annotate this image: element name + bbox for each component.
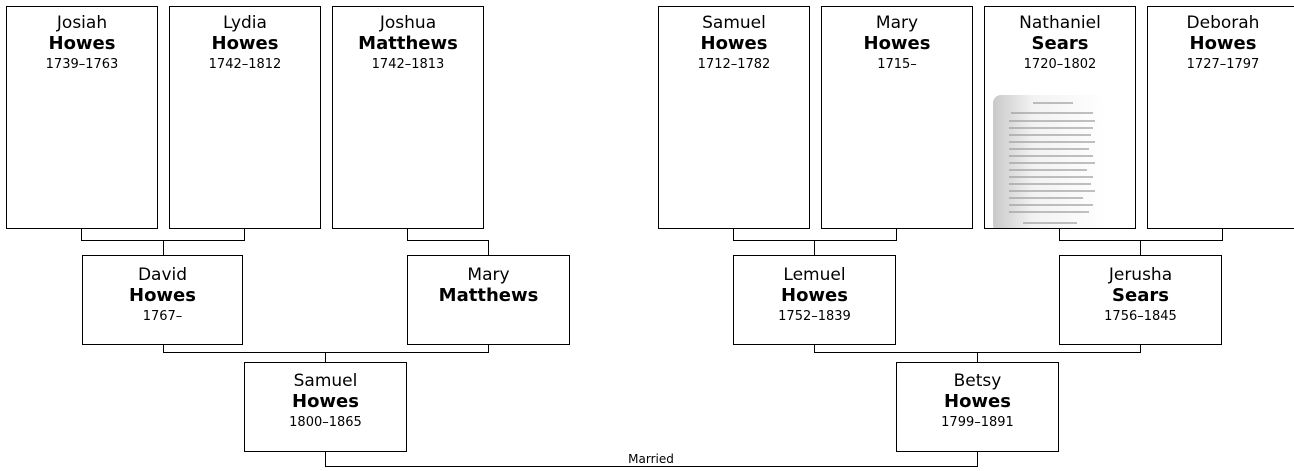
person-card-mary-howes[interactable]: Mary Howes 1715– [821,6,973,229]
life-dates: 1742–1812 [208,57,282,72]
given-name: David [137,265,188,285]
connector-samuel-mary [896,229,897,241]
person-card-josiah-howes[interactable]: Josiah Howes 1739–1763 [6,6,158,229]
connector-lemuel-jerusha [814,345,815,353]
person-card-jerusha-sears[interactable]: Jerusha Sears 1756–1845 [1059,255,1222,345]
given-name: Mary [875,13,919,33]
marriage-connector [325,466,978,467]
life-dates: 1800–1865 [289,415,362,430]
given-name: Deborah [1186,13,1260,33]
given-name: Mary [467,265,510,285]
given-name: Jerusha [1108,265,1173,285]
connector-nathaniel-deborah [1059,229,1060,241]
given-name: Lydia [223,13,267,33]
life-dates: 1727–1797 [1186,57,1260,72]
person-card-mary-matthews[interactable]: Mary Matthews [407,255,570,345]
person-card-joshua-matthews[interactable]: Joshua Matthews 1742–1813 [332,6,484,229]
marriage-connector [325,452,326,467]
connector-josiah-lydia [244,229,245,241]
person-card-lydia-howes[interactable]: Lydia Howes 1742–1812 [169,6,321,229]
connector-nathaniel-deborah [1222,229,1223,241]
surname: Howes [781,285,848,306]
person-card-lemuel-howes[interactable]: Lemuel Howes 1752–1839 [733,255,896,345]
life-dates: 1756–1845 [1104,309,1177,324]
surname: Howes [292,391,359,412]
life-dates: 1715– [877,57,917,72]
surname: Howes [211,33,279,54]
connector-to-jerusha [1140,240,1141,255]
marriage-label: Married [628,452,674,466]
connector-samuel-mary [733,240,897,241]
surname: Howes [129,285,196,306]
life-dates: 1712–1782 [697,57,771,72]
connector-david-mary [163,345,164,353]
given-name: Samuel [293,371,358,391]
given-name: Nathaniel [1019,13,1101,33]
life-dates: 1799–1891 [941,415,1014,430]
connector-to-david [163,240,164,255]
connector-david-mary [488,345,489,353]
surname: Howes [1189,33,1257,54]
surname: Sears [1112,285,1169,306]
connector-joshua [407,240,489,241]
connector-lemuel-jerusha [1140,345,1141,353]
given-name: Joshua [379,13,437,33]
connector-nathaniel-deborah [1059,240,1223,241]
surname: Sears [1031,33,1089,54]
connector-josiah-lydia [81,229,82,241]
person-card-samuel-howes-1712[interactable]: Samuel Howes 1712–1782 [658,6,810,229]
surname: Howes [863,33,931,54]
connector-to-mary-matthews [488,240,489,255]
surname: Matthews [358,33,458,54]
person-card-deborah-howes[interactable]: Deborah Howes 1727–1797 [1147,6,1294,229]
life-dates: 1739–1763 [45,57,119,72]
given-name: Samuel [702,13,766,33]
person-card-betsy-howes[interactable]: Betsy Howes 1799–1891 [896,362,1059,452]
connector-samuel-mary [733,229,734,241]
given-name: Josiah [56,13,108,33]
life-dates: 1742–1813 [371,57,445,72]
connector-to-samuel [325,352,326,362]
connector-to-lemuel [814,240,815,255]
surname: Howes [944,391,1011,412]
life-dates: 1752–1839 [778,309,851,324]
person-card-samuel-howes[interactable]: Samuel Howes 1800–1865 [244,362,407,452]
connector-david-mary [163,352,489,353]
connector-to-betsy [977,352,978,362]
person-card-nathaniel-sears[interactable]: Nathaniel Sears 1720–1802 [984,6,1136,229]
life-dates: 1720–1802 [1023,57,1097,72]
surname: Howes [48,33,116,54]
given-name: Betsy [953,371,1002,391]
given-name: Lemuel [783,265,846,285]
connector-joshua [407,229,408,241]
surname: Howes [700,33,768,54]
marriage-connector [977,452,978,467]
life-dates: 1767– [142,309,183,324]
document-thumbnail-image [993,95,1105,228]
person-card-david-howes[interactable]: David Howes 1767– [82,255,243,345]
surname: Matthews [438,285,539,306]
